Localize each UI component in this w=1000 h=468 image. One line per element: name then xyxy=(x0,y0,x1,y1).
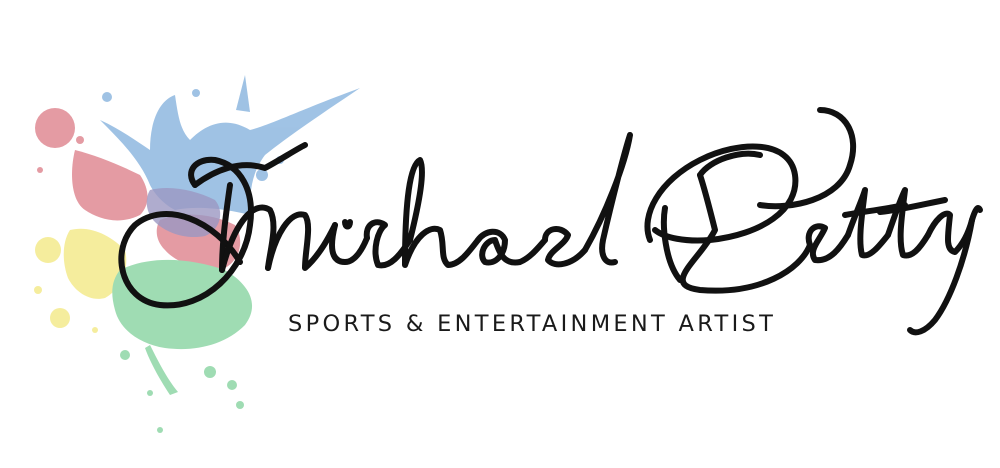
yellow-splash xyxy=(34,228,127,333)
tagline-text: SPORTS & ENTERTAINMENT ARTIST xyxy=(288,311,777,337)
